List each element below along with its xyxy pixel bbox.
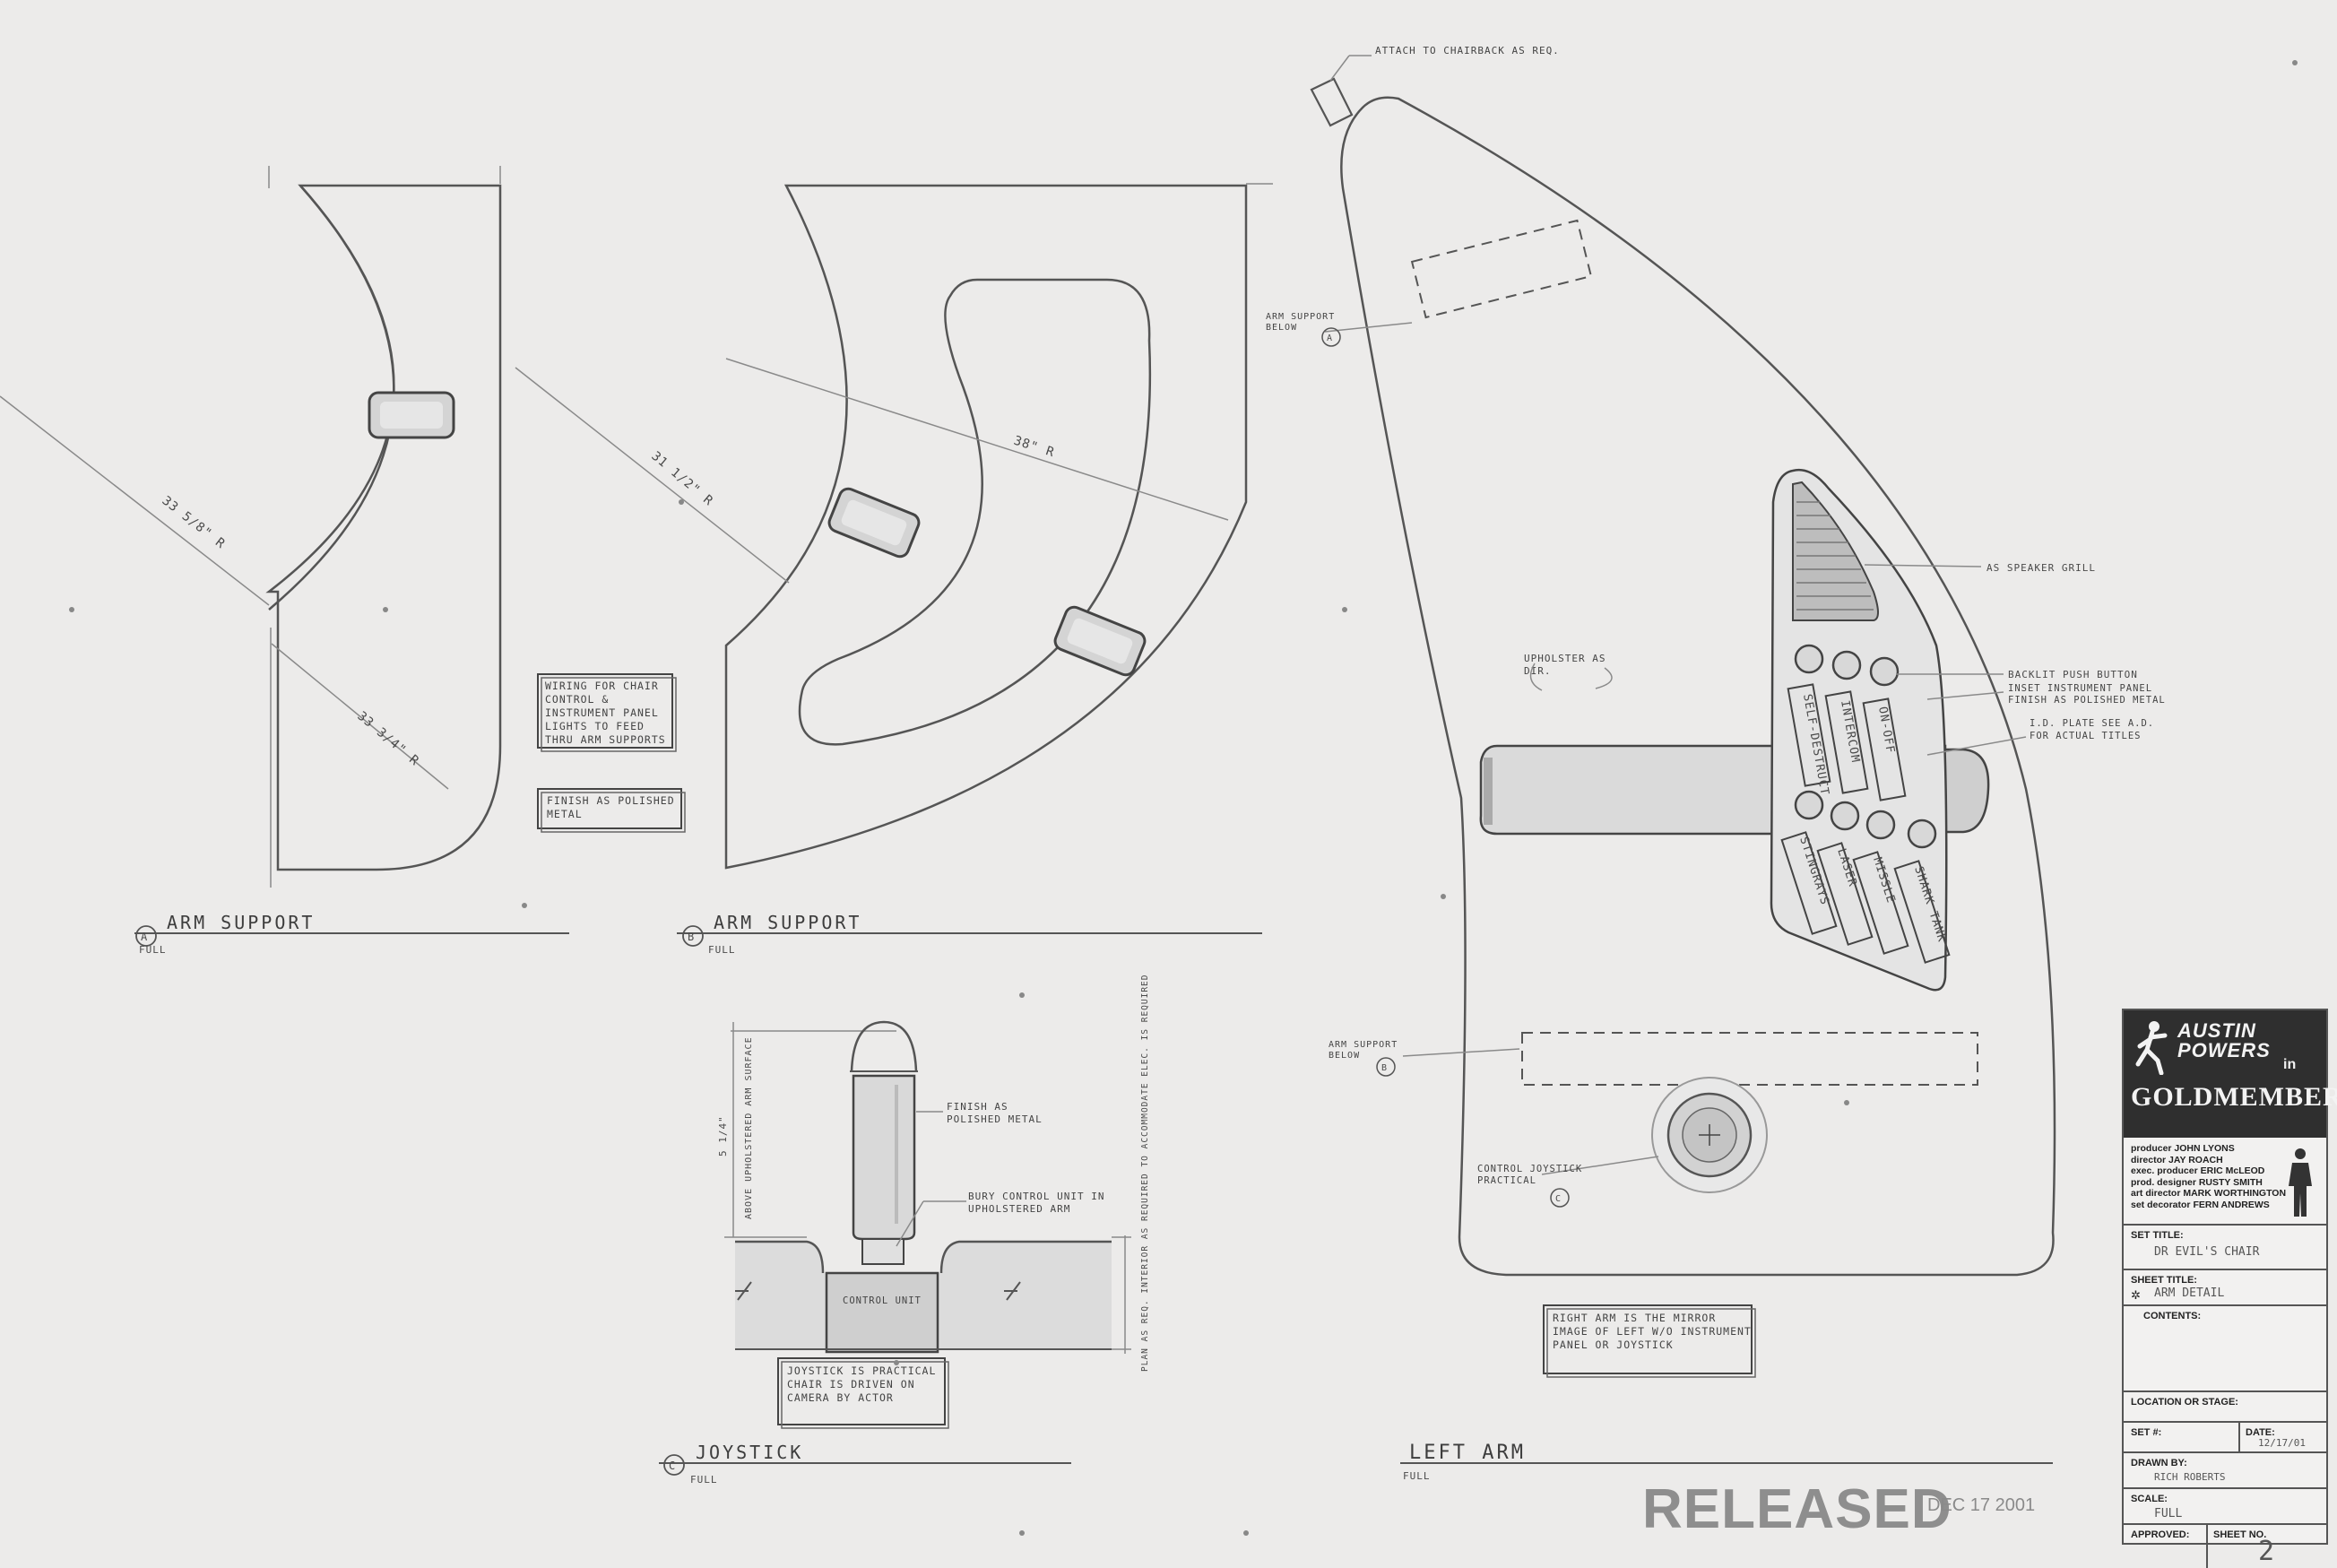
scale-value: FULL (2154, 1507, 2183, 1520)
note-control-joystick: CONTROL JOYSTICK PRACTICAL (1477, 1164, 1583, 1186)
note-attach: ATTACH TO CHAIRBACK AS REQ. (1375, 45, 1560, 56)
note-control-unit: CONTROL UNIT (843, 1295, 922, 1306)
note-speaker-grill: AS SPEAKER GRILL (1986, 562, 2096, 574)
push-button (1907, 819, 1937, 849)
note-joystick-practical: JOYSTICK IS PRACTICAL CHAIR IS DRIVEN ON… (787, 1364, 937, 1404)
note-arm-support-bottom-ref: B (1381, 1063, 1388, 1073)
view-b-scale: FULL (708, 944, 736, 956)
view-b-arm-support: 31 1/2" R 38" R B ARM SUPPORT FULL (515, 183, 1273, 956)
control-unit (825, 1271, 939, 1354)
note-arm-support-bottom: ARM SUPPORT BELOW (1329, 1040, 1398, 1061)
note-inset-panel: INSET INSTRUMENT PANEL FINISH AS POLISHE… (2008, 683, 2166, 706)
drawn-by-row: DRAWN BY: RICH ROBERTS (2124, 1453, 2326, 1489)
push-button (1865, 810, 1896, 840)
show-title-line2: POWERS (2177, 1039, 2271, 1061)
note-upholster: UPHOLSTER AS DIR. (1524, 653, 1606, 677)
contents-label: CONTENTS: (2143, 1311, 2202, 1321)
push-button (1869, 656, 1900, 687)
note-wiring: WIRING FOR CHAIR CONTROL & INSTRUMENT PA… (545, 680, 666, 746)
show-logo: AUSTIN POWERS in GOLDMEMBER (2124, 1010, 2337, 1138)
set-title-value: DR EVIL'S CHAIR (2154, 1245, 2260, 1259)
set-no-label: SET #: (2131, 1427, 2162, 1438)
drawn-by-label: DRAWN BY: (2131, 1458, 2187, 1468)
note-finish-box: FINISH AS POLISHED METAL (537, 788, 686, 833)
push-button (1794, 790, 1824, 820)
credit-line: prod. designer RUSTY SMITH (2131, 1176, 2263, 1188)
drawn-by-value: RICH ROBERTS (2154, 1471, 2226, 1483)
note-backlit-button: BACKLIT PUSH BUTTON (2008, 669, 2138, 680)
running-figure-icon (2135, 1021, 2168, 1075)
view-a-letter: A (141, 931, 148, 943)
dim-c-height-note: ABOVE UPHOLSTERED ARM SURFACE (744, 1036, 754, 1219)
view-c-joystick: 5 1/4" ABOVE UPHOLSTERED ARM SURFACE PLA… (659, 975, 1150, 1486)
dim-a-radius-top: 33 5/8" R (160, 494, 229, 552)
sheet-no-label: SHEET NO. (2213, 1529, 2267, 1540)
sheet-title-value: ARM DETAIL (2154, 1286, 2225, 1300)
location-row: LOCATION OR STAGE: (2124, 1392, 2326, 1423)
push-button (1794, 644, 1824, 674)
view-left-arm-scale: FULL (1403, 1470, 1431, 1482)
date-label: DATE: (2246, 1427, 2275, 1438)
show-title-main: GOLDMEMBER (2131, 1082, 2337, 1112)
left-arm-outline (1340, 96, 2056, 1277)
dim-b-radius-outer: 38" R (1012, 434, 1057, 461)
credits: producer JOHN LYONS director JAY ROACH e… (2124, 1138, 2326, 1226)
view-a-arm-support: 33 5/8" R 33 3/4" R A ARM SUPPORT FULL (0, 166, 569, 956)
note-arm-support-top-ref: A (1327, 334, 1333, 343)
note-mirror: RIGHT ARM IS THE MIRROR IMAGE OF LEFT W/… (1553, 1312, 1752, 1351)
sheet-no-value: 2 (2258, 1536, 2275, 1567)
credit-line: set decorator FERN ANDREWS (2131, 1199, 2270, 1210)
date-value: 12/17/01 (2258, 1437, 2306, 1449)
credit-line: producer JOHN LYONS (2131, 1143, 2235, 1154)
dim-a-radius-bottom: 33 3/4" R (354, 709, 421, 769)
note-control-joystick-ref: C (1555, 1194, 1562, 1204)
released-date: DEC 17 2001 (1927, 1495, 2036, 1515)
view-b-title: ARM SUPPORT (714, 912, 861, 933)
scale-row: SCALE: FULL (2124, 1489, 2326, 1525)
view-a-scale: FULL (139, 944, 167, 956)
sheet-title-label: SHEET TITLE: (2131, 1275, 2197, 1286)
credit-line: exec. producer ERIC McLEOD (2131, 1165, 2265, 1176)
show-title-line1: AUSTIN (2177, 1019, 2256, 1042)
set-title-row: SET TITLE: DR EVIL'S CHAIR (2124, 1226, 2326, 1270)
note-wiring-box: WIRING FOR CHAIR CONTROL & INSTRUMENT PA… (537, 673, 677, 752)
view-b-letter: B (688, 931, 695, 943)
joystick-handle (852, 1074, 916, 1241)
sheet-title-row: SHEET TITLE: ✲ ARM DETAIL (2124, 1270, 2326, 1306)
approved-row: APPROVED: SHEET NO. 2 (2124, 1525, 2326, 1568)
registration-dots (69, 60, 2298, 1536)
location-label: LOCATION OR STAGE: (2131, 1397, 2238, 1408)
gear-icon: ✲ (2131, 1288, 2141, 1302)
title-block: AUSTIN POWERS in GOLDMEMBER producer JOH… (2122, 1009, 2337, 1568)
released-stamp: RELEASED (1642, 1478, 1952, 1540)
view-c-title: JOYSTICK (696, 1442, 803, 1463)
credit-line: art director MARK WORTHINGTON (2131, 1188, 2287, 1199)
view-c-scale: FULL (690, 1474, 718, 1486)
silhouette-icon (2289, 1148, 2312, 1217)
contents-row: CONTENTS: (2124, 1306, 2326, 1392)
set-title-label: SET TITLE: (2131, 1230, 2184, 1241)
note-bury-control: BURY CONTROL UNIT IN UPHOLSTERED ARM (968, 1191, 1105, 1215)
note-finish-knob: FINISH AS POLISHED METAL (947, 1101, 1043, 1125)
push-button (1830, 801, 1860, 831)
note-arm-support-top: ARM SUPPORT BELOW (1266, 312, 1336, 333)
note-finish: FINISH AS POLISHED METAL (547, 794, 675, 820)
view-left-arm-title: LEFT ARM (1409, 1442, 1526, 1464)
view-c-letter: C (669, 1460, 676, 1472)
approved-label: APPROVED: (2131, 1529, 2190, 1540)
dim-c-height: 5 1/4" (717, 1115, 729, 1157)
set-date-row: SET #: DATE: 12/17/01 (2124, 1423, 2326, 1453)
show-title-in: in (2283, 1057, 2297, 1072)
view-a-title: ARM SUPPORT (167, 912, 315, 933)
dim-c-depth-note: PLAN AS REQ. INTERIOR AS REQUIRED TO ACC… (1140, 975, 1150, 1373)
credit-line: director JAY ROACH (2131, 1154, 2223, 1165)
note-id-plate: I.D. PLATE SEE A.D. FOR ACTUAL TITLES (2030, 718, 2155, 741)
push-button (1831, 650, 1862, 680)
view-left-arm: ATTACH TO CHAIRBACK AS REQ. ARM SUPPORT … (1266, 45, 2166, 1482)
scale-label: SCALE: (2131, 1494, 2168, 1504)
